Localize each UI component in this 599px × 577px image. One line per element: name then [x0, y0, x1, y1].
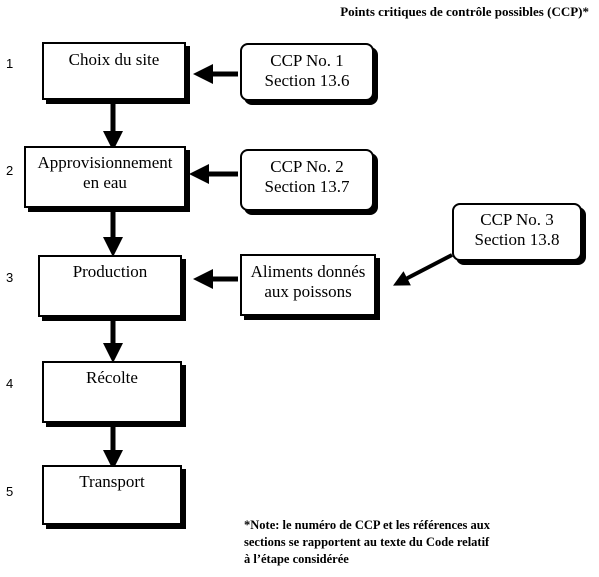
step-number-5: 5 [6, 484, 14, 499]
step-box-transport: Transport [42, 465, 182, 525]
diagram-header: Points critiques de contrôle possibles (… [340, 4, 589, 19]
feed-line1: Aliments donnés [250, 262, 366, 281]
step-box-approvisionnement: Approvisionnement en eau [24, 146, 186, 208]
arrow-ccp3-to-feed [393, 253, 453, 286]
ccp-section: Section 13.8 [474, 230, 560, 249]
ccp-number: CCP No. 2 [270, 157, 344, 176]
footnote-line3: à l’étape considérée [244, 552, 349, 566]
footnote-line2: sections se rapportent au texte du Code … [244, 535, 490, 549]
footnote-line1: *Note: le numéro de CCP et les référence… [244, 518, 490, 532]
step-label: Choix du site [68, 50, 160, 69]
ccp-box-1: CCP No. 1 Section 13.6 [240, 43, 374, 101]
footnote: *Note: le numéro de CCP et les référence… [244, 517, 574, 568]
step-label: Production [72, 262, 148, 281]
ccp-number: CCP No. 3 [480, 210, 554, 229]
step-label: Approvisionnement en eau [37, 153, 173, 192]
step-box-production: Production [38, 255, 182, 317]
step-number-4: 4 [6, 376, 14, 391]
step-label: Récolte [86, 368, 138, 387]
step-number-1: 1 [6, 56, 14, 71]
ccp-box-2: CCP No. 2 Section 13.7 [240, 149, 374, 211]
feed-box: Aliments donnés aux poissons [240, 254, 376, 316]
step-label: Transport [79, 472, 145, 491]
step-box-recolte: Récolte [42, 361, 182, 423]
ccp-box-3: CCP No. 3 Section 13.8 [452, 203, 582, 261]
feed-line2: aux poissons [264, 282, 352, 301]
ccp-number: CCP No. 1 [270, 51, 344, 70]
ccp-section: Section 13.7 [264, 177, 350, 196]
ccp-section: Section 13.6 [264, 71, 350, 90]
step-number-3: 3 [6, 270, 14, 285]
step-box-choix-du-site: Choix du site [42, 42, 186, 100]
step-number-2: 2 [6, 163, 14, 178]
